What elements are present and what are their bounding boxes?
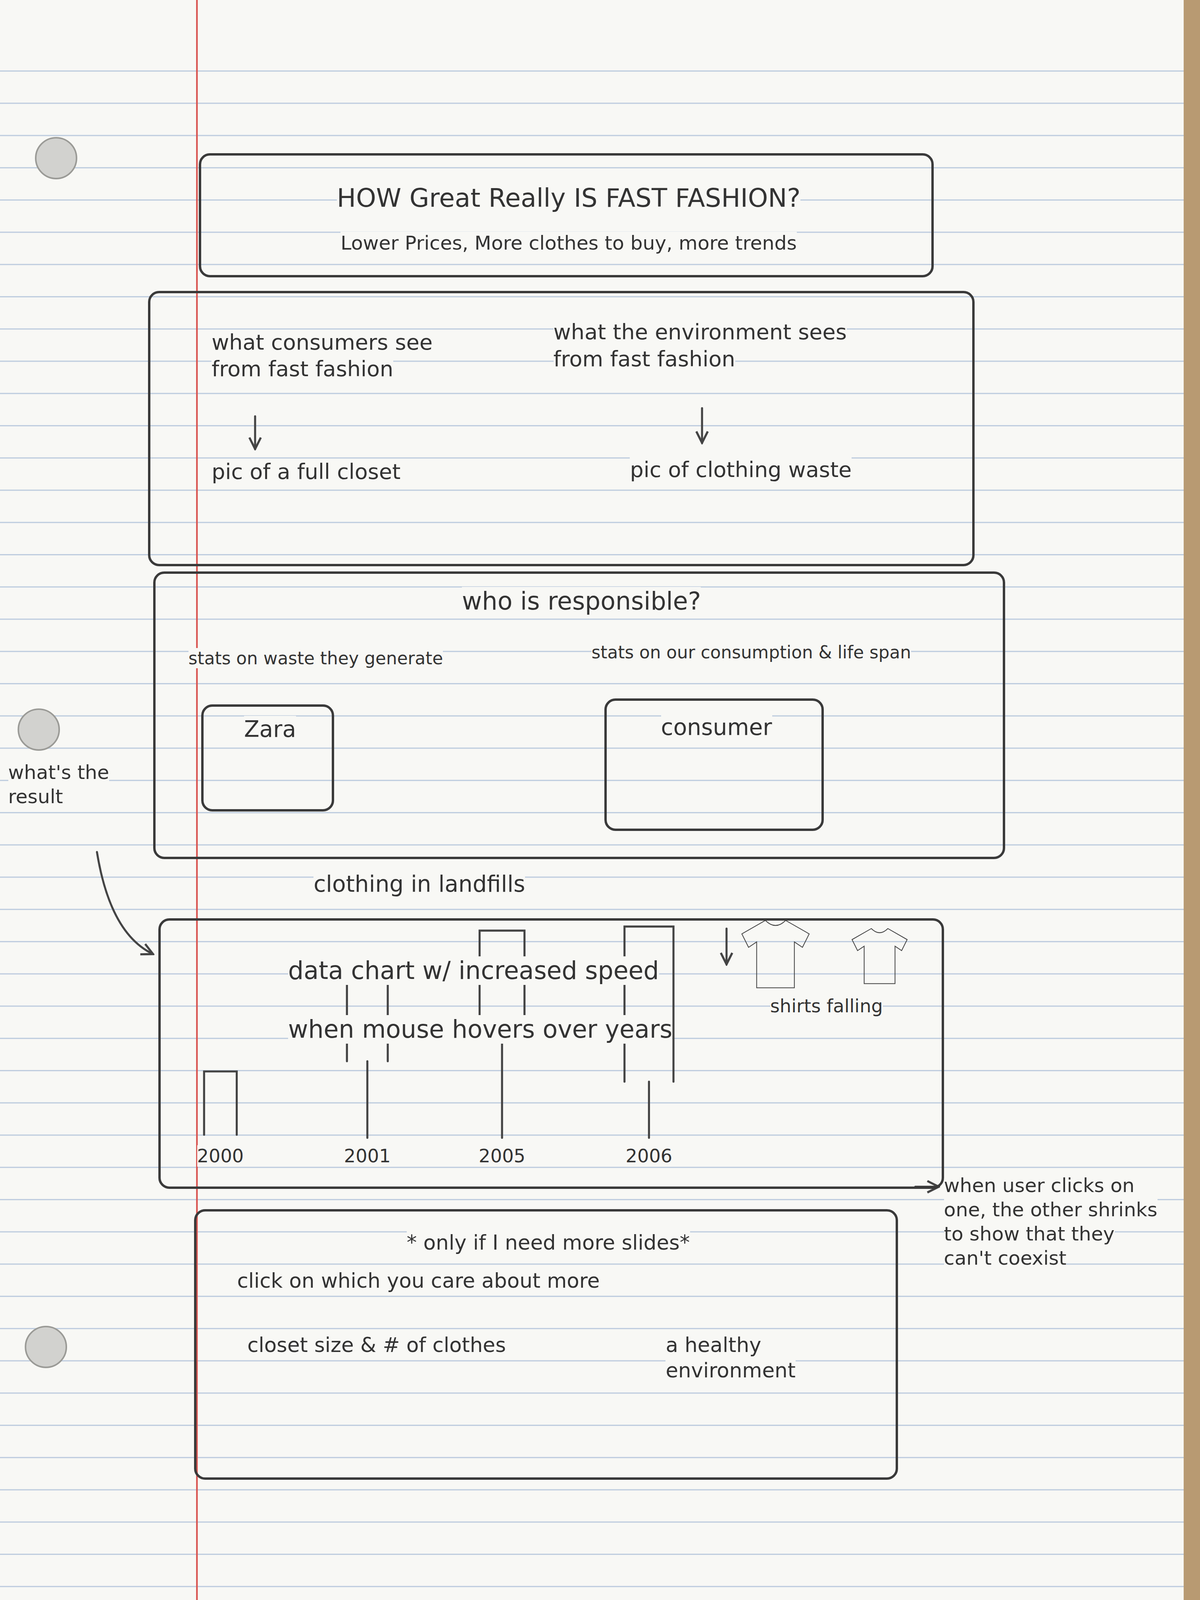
down-arrow [701,408,704,443]
illustration-caption: shirts falling [770,995,883,1017]
box-heading: stats on waste they generate [188,648,443,669]
text-wrap: data chart w/ increased speed when mouse… [288,941,687,1059]
text-wrap: Lower Prices, More clothes to buy, more … [201,230,936,256]
text-wrap: what the environment sees from fast fash… [553,318,891,373]
title-text: HOW Great Really IS FAST FASHION? [336,182,801,213]
chart-bar [624,926,674,1082]
side-note: what's the result [8,761,110,808]
storyboard-panel: who is responsible? stats on waste they g… [153,571,1006,860]
year-label: 2001 [344,1145,391,1167]
text-wrap: consumer [606,713,827,742]
text-wrap: stats on our consumption & life span [591,641,939,664]
image-note: pic of a full closet [211,459,401,485]
year-label: 2006 [625,1145,673,1167]
label-wrap: what's the result [8,760,121,809]
text-wrap: HOW Great Really IS FAST FASHION? [201,182,936,214]
binder-hole [18,709,60,750]
year-label: 2000 [197,1145,245,1167]
choice-option: closet size & # of clothes [247,1332,506,1357]
down-arrow [253,416,256,449]
year-label: 2005 [478,1145,526,1167]
ruled-lines [0,40,1200,1600]
desk-edge [1183,0,1200,1600]
text-wrap: pic of a full closet [211,458,437,486]
side-note: when user clicks on one, the other shrin… [944,1174,1158,1270]
shirt-drawing [741,920,810,988]
binder-hole [35,137,77,179]
chart-bar [203,1071,237,1135]
result-arrow [96,851,153,954]
binder-hole [25,1326,67,1368]
label-wrap: 2005 [471,1144,533,1168]
slide-note: * only if I need more slides* [406,1230,691,1255]
label-wrap: when user clicks on one, the other shrin… [944,1173,1169,1271]
label-wrap: 2000 [189,1144,251,1168]
text-wrap: click on which you care about more [236,1267,850,1294]
slide-note: what consumers see from fast fashion [211,329,433,382]
text-wrap: pic of clothing waste [629,456,896,484]
slide-note: click on which you care about more [236,1268,600,1293]
text-wrap: stats on waste they generate [188,647,444,670]
down-arrow [725,928,728,965]
text-wrap: clothing in landfills [313,869,722,899]
stats-box: stats on our consumption & life spancons… [604,698,824,831]
text-wrap: closet size & # of clothes [247,1332,513,1358]
shirt-drawing [851,928,908,984]
title-box: HOW Great Really IS FAST FASHION? Lower P… [198,153,934,278]
text-wrap: what consumers see from fast fashion [211,328,477,383]
panel-heading: clothing in landfills [313,870,525,897]
label-wrap: 2006 [618,1144,680,1168]
box-label: consumer [661,713,773,741]
text-wrap: * only if I need more slides* [196,1229,901,1256]
storyboard-panel: what consumers see from fast fashion pic … [148,290,975,567]
storyboard-panel: * only if I need more slides* click on wh… [194,1209,899,1480]
slide-note: what the environment sees from fast fash… [553,319,847,372]
storyboard-panel: clothing in landfillsdata chart w/ incre… [158,918,945,1189]
text-wrap: Zara [203,715,337,744]
chart-tick [648,1081,650,1138]
box-label: Zara [244,715,297,743]
text-wrap: a healthy environment [665,1332,880,1384]
label-wrap: 2001 [336,1144,399,1168]
box-heading: stats on our consumption & life span [591,642,912,663]
label-wrap: shirts falling [760,994,893,1018]
stats-box: stats on waste they generateZara [201,704,334,812]
panel-heading: who is responsible? [461,586,701,616]
margin-line [196,0,198,1600]
chart-tick [366,1061,369,1138]
subtitle-text: Lower Prices, More clothes to buy, more … [340,231,797,255]
text-wrap: who is responsible? [155,586,1008,617]
choice-option: a healthy environment [665,1332,796,1383]
slide-note: data chart w/ increased speed when mouse… [288,956,673,1044]
chart-tick [501,1030,504,1138]
image-note: pic of clothing waste [629,457,852,483]
